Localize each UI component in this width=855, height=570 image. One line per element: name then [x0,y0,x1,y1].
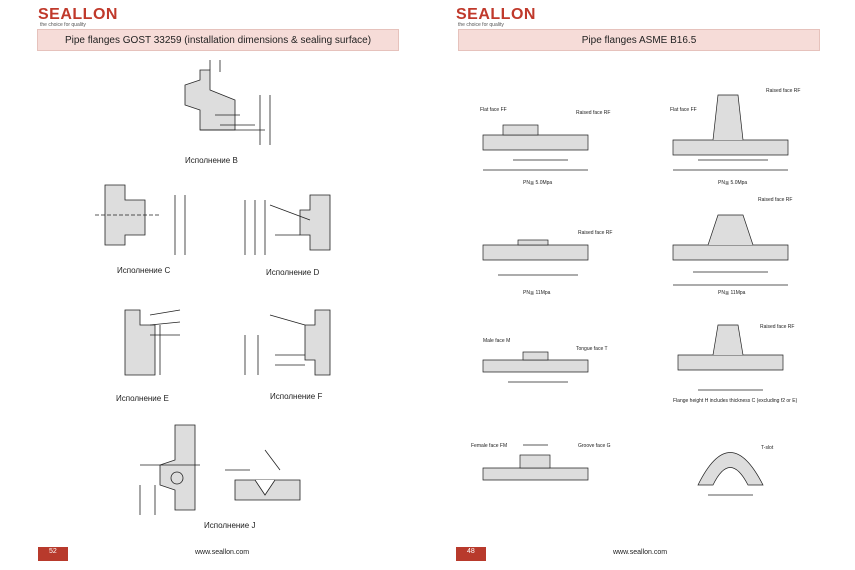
page-title: Pipe flanges ASME B16.5 [458,29,820,51]
caption-j: Исполнение J [204,521,256,530]
left-page: SEALLON the choice for quality Pipe flan… [0,0,427,570]
label-raised-face: Raised face RF [578,230,613,236]
label-flat-face: Flat face FF [670,107,697,113]
label-pn: PN≦ 11Mpa [523,290,551,296]
caption-c: Исполнение C [117,266,171,275]
label-tongue-face: Tongue face T [576,346,608,352]
caption-e: Исполнение E [116,394,169,403]
brand-tagline: the choice for quality [40,22,86,28]
label-pn: PN≦ 5.0Mpa [718,180,748,186]
label-female-face: Female face FM [471,443,508,449]
brand-logo: SEALLON [456,6,536,23]
page-number-badge [456,547,486,561]
label-groove-face: Groove face G [578,443,611,449]
label-flat-face: Flat face FF [480,107,507,113]
page-number: 52 [49,548,57,555]
page-number: 48 [467,548,475,555]
label-raised-face: Raised face RF [766,88,801,94]
caption-d: Исполнение D [266,268,320,277]
label-raised-face: Raised face RF [576,110,611,116]
label-male-face: Male face M [483,338,511,344]
footer-url[interactable]: www.seallon.com [195,549,250,556]
right-page: SEALLON the choice for quality Pipe flan… [428,0,855,570]
caption-b: Исполнение B [185,156,238,165]
label-raised-face: Raised face RF [758,197,793,203]
footer-url[interactable]: www.seallon.com [613,549,668,556]
gost-drawings [95,60,331,515]
label-raised-face: Raised face RF [760,324,795,330]
asme-drawings [482,94,789,496]
brand-logo: SEALLON [38,6,118,23]
brand-tagline: the choice for quality [458,22,504,28]
label-flange-height-note: Flange height H includes thickness C (ex… [673,398,798,404]
label-pn: PN≦ 5.0Mpa [523,180,553,186]
label-t-slot: T-slot [761,445,774,451]
caption-f: Исполнение F [270,392,323,401]
page-title: Pipe flanges GOST 33259 (installation di… [37,29,399,51]
label-pn: PN≦ 11Mpa [718,290,746,296]
page-number-badge [38,547,68,561]
